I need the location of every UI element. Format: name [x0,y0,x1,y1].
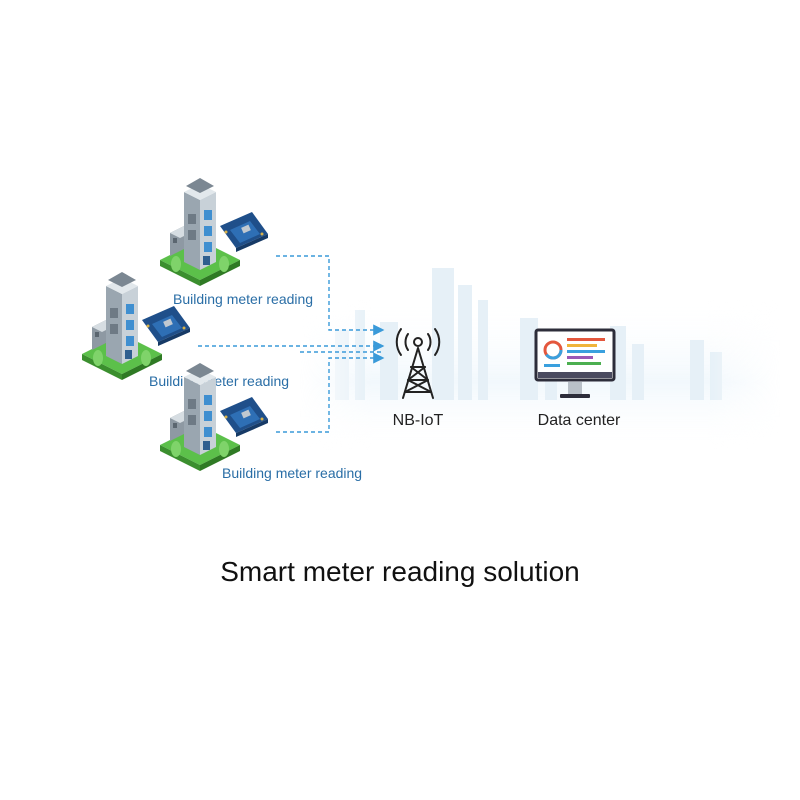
building-with-meter-icon [82,272,190,380]
nbiot-node: NB-IoT [393,328,444,429]
flow-line-1 [276,255,385,336]
datacenter-node: Data center [534,328,621,429]
building-label: Building meter reading [222,465,362,481]
building-node-3: Building meter reading [160,363,362,481]
diagram-title: Smart meter reading solution [220,556,580,587]
cell-tower-icon [395,328,441,399]
building-node-2: Building meter reading [82,272,289,389]
building-node-1: Building meter reading [160,178,313,307]
nbiot-label: NB-IoT [393,412,444,429]
building-label: Building meter reading [173,291,313,307]
data-flow-connectors [198,255,385,433]
building-label: Building meter reading [149,373,289,389]
datacenter-label: Data center [538,412,621,429]
building-with-meter-icon [160,178,268,286]
monitor-dashboard-icon [534,328,616,398]
flow-line-3 [276,352,385,433]
